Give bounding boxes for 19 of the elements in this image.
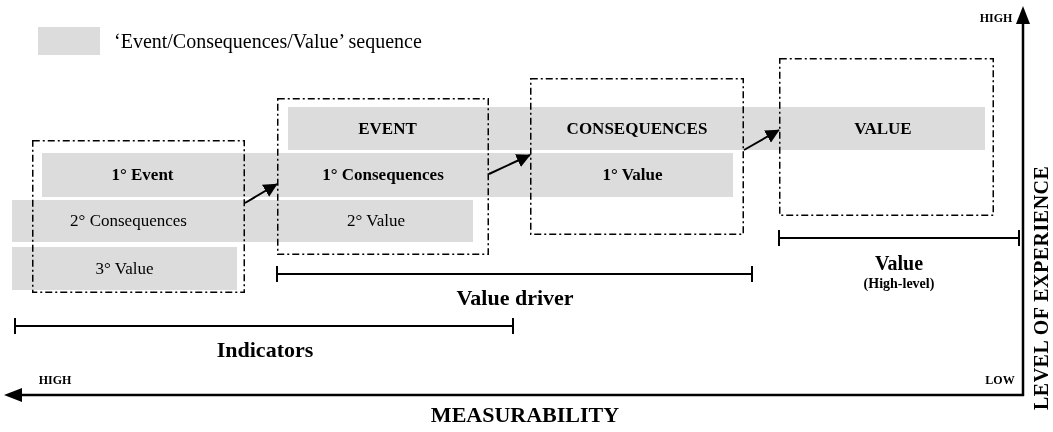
range-label: Value	[874, 252, 924, 274]
range-label: Indicators	[216, 338, 314, 363]
range-label: (High-level)	[863, 276, 935, 292]
arrow	[244, 183, 278, 204]
dash-dot-frame	[277, 98, 489, 255]
legend-text: ‘Event/Consequences/Value’ sequence	[114, 29, 422, 53]
arrow	[743, 129, 780, 151]
sequence-cell: 3° Value	[12, 247, 237, 290]
dash-dot-frame	[779, 58, 994, 216]
axis-end-label: HIGH	[979, 12, 1013, 26]
sequence-cell: 2° Consequences	[12, 200, 245, 242]
arrow	[488, 154, 531, 175]
dash-dot-frame	[530, 78, 744, 235]
axis-label: LEVEL OF EXPERIENCE	[1030, 165, 1052, 410]
range-label: Value driver	[456, 286, 574, 311]
axis-end-label: LOW	[985, 374, 1015, 388]
axis-end-label: HIGH	[38, 374, 72, 388]
axis-label: MEASURABILITY	[430, 403, 620, 428]
dash-dot-frame	[32, 140, 245, 293]
